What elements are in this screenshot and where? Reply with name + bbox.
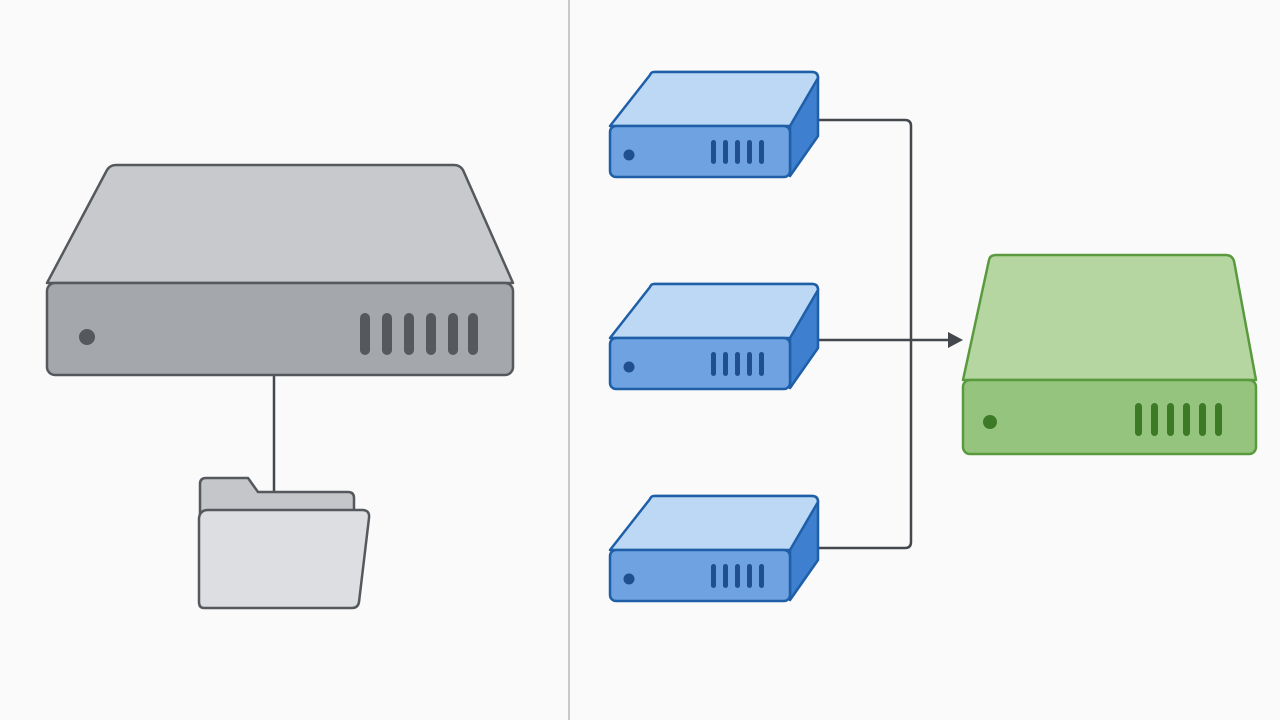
green-server-led [983, 415, 997, 429]
green-server-front [961, 378, 1258, 456]
gray-server-top [45, 163, 515, 285]
arrowhead-icon [948, 332, 963, 348]
green-server-icon [961, 253, 1258, 456]
gray-server-led [79, 329, 95, 345]
blue-server-3-icon [608, 494, 820, 603]
blue-server-2-icon [608, 282, 820, 391]
gray-server-vents [360, 313, 478, 355]
blue-server-1-icon [608, 70, 820, 179]
folder-icon [197, 476, 371, 610]
green-server-vents [1135, 403, 1222, 436]
edge-bracket-top-bottom [818, 118, 913, 550]
green-server-top [961, 253, 1258, 382]
edges-to-green-server [818, 118, 950, 550]
gray-server-icon [45, 163, 515, 377]
gray-server-front [45, 281, 515, 377]
folder-front [197, 508, 371, 610]
